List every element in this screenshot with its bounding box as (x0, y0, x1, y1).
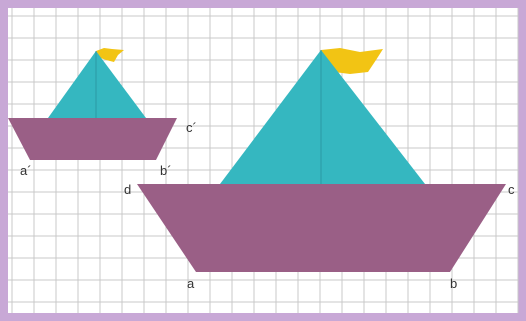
large-boat-vertex-a-label: a (187, 276, 195, 291)
small-boat-vertex-c-label: c´ (186, 120, 197, 135)
large-boat-vertex-d-label: d (124, 182, 131, 197)
large-boat-vertex-b-label: b (450, 276, 457, 291)
small-boat-vertex-b-label: b´ (160, 163, 172, 178)
small-boat-flag (96, 48, 124, 62)
small-boat-sail (48, 51, 146, 118)
large-boat-hull (137, 184, 506, 272)
large-boat-vertex-c-label: c (508, 182, 515, 197)
large-boat-sail (220, 50, 425, 184)
small-boat (8, 48, 177, 160)
large-boat (137, 48, 506, 272)
small-boat-hull (8, 118, 177, 160)
small-boat-vertex-a-label: a´ (20, 163, 32, 178)
large-boat-flag (321, 48, 383, 74)
